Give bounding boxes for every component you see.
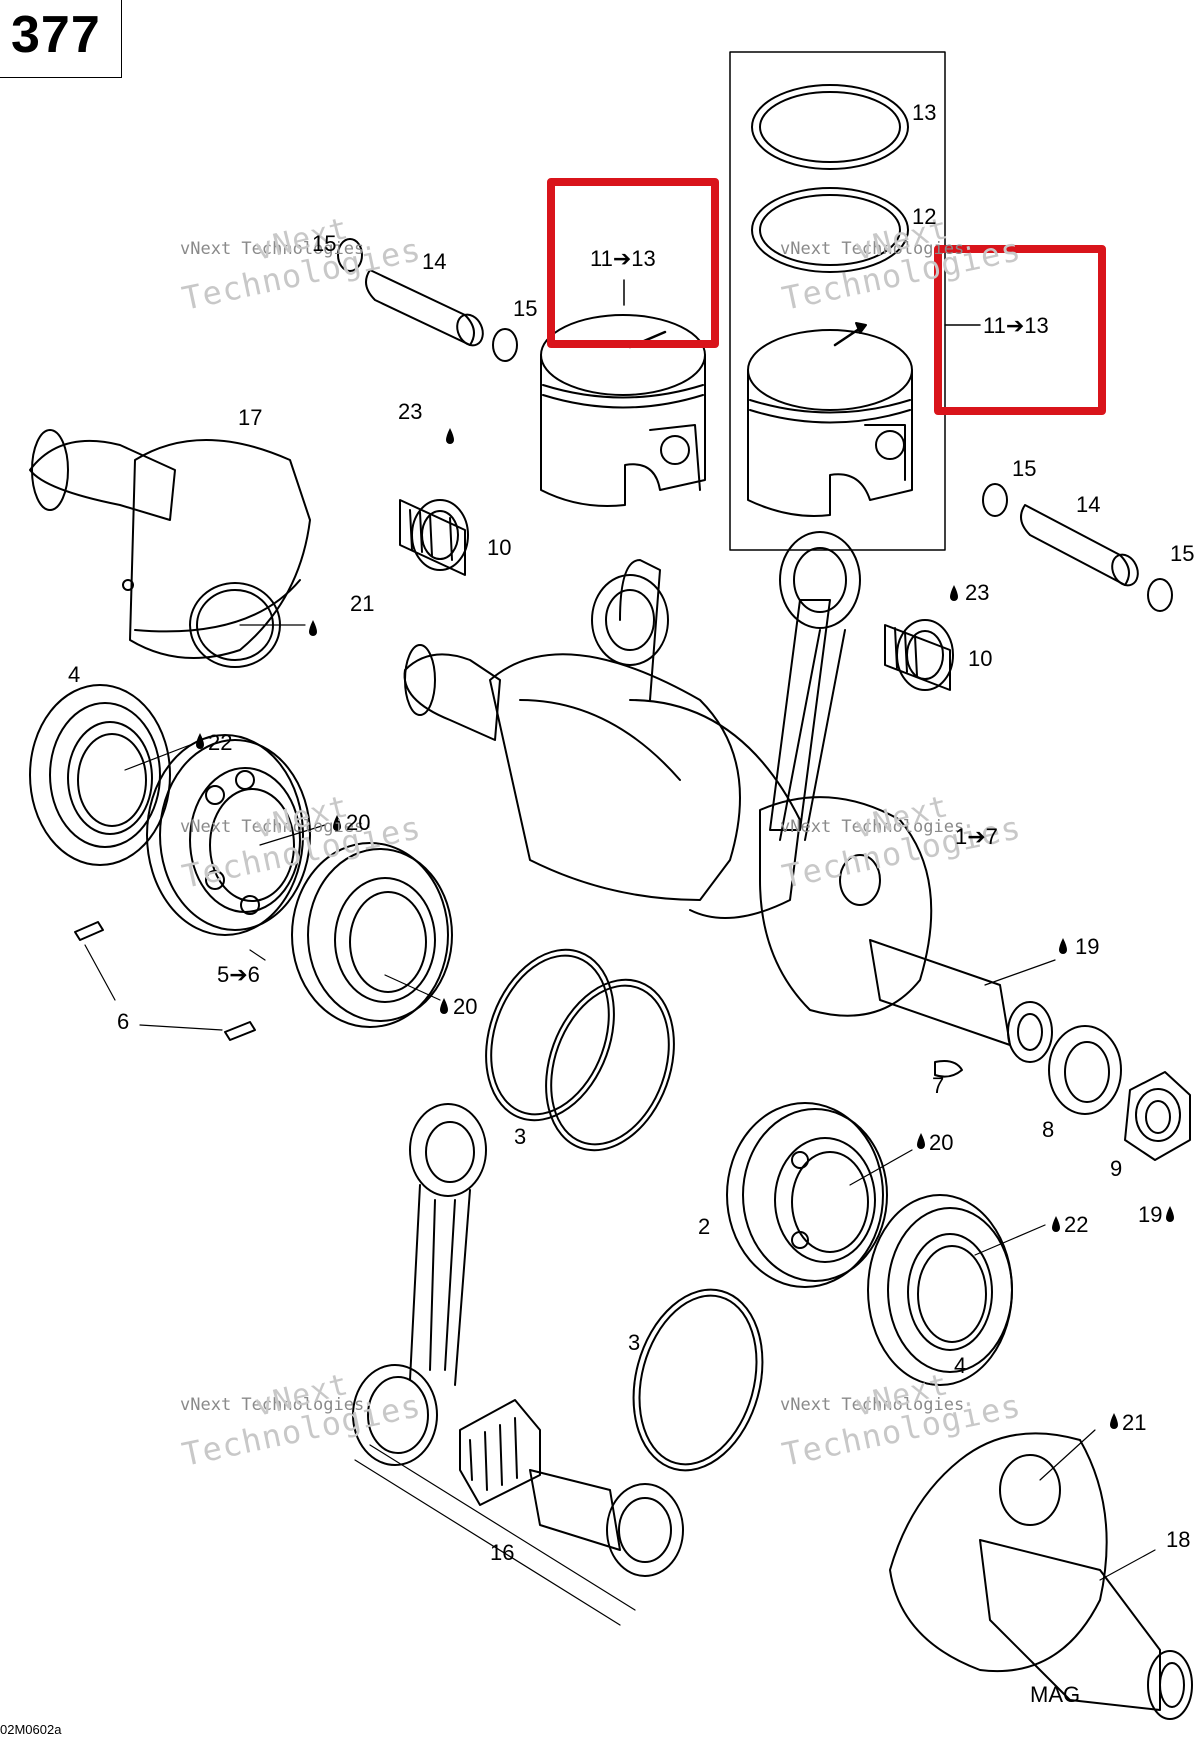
callout-9: 9	[1110, 1156, 1123, 1181]
callout-14: 14	[422, 249, 447, 274]
piston-pin-left	[337, 238, 518, 362]
connecting-rod-kit	[352, 1103, 684, 1626]
callout-19: 19	[1138, 1202, 1163, 1227]
page-number: 377	[11, 6, 101, 64]
o-ring-lower	[632, 1288, 764, 1472]
callout-4: 4	[954, 1353, 967, 1378]
crankshaft-assembly	[403, 531, 1053, 1063]
callout-6: 6	[117, 1009, 130, 1034]
ball-bearing-middle-left	[291, 842, 453, 1028]
callout-3: 3	[628, 1330, 641, 1355]
oil-drop-icon	[950, 585, 958, 601]
callout-21: 21	[350, 591, 375, 616]
callout-23: 23	[398, 399, 423, 424]
oil-seal-left	[29, 684, 171, 866]
callout-4: 4	[68, 662, 81, 687]
oil-drop-icon	[440, 998, 448, 1014]
callout-15: 15	[513, 296, 538, 321]
callout-10: 10	[968, 646, 993, 671]
callout-20: 20	[346, 810, 371, 835]
callout-22: 22	[1064, 1212, 1089, 1237]
ball-bearing-mag	[726, 1102, 888, 1288]
callout-8: 8	[1042, 1117, 1055, 1142]
callout-11-13: 11➔13	[983, 313, 1049, 338]
oil-drop-icons	[196, 428, 1174, 1429]
crankshaft-nut	[1124, 1071, 1191, 1161]
leader-lines	[124, 624, 1156, 1581]
figure-code: 02M0602a	[0, 1722, 62, 1737]
callout-20: 20	[453, 994, 478, 1019]
crank-half-mag	[889, 1432, 1193, 1720]
oil-drop-icon	[309, 620, 317, 636]
callout-15: 15	[1170, 541, 1195, 566]
callout-12: 12	[912, 204, 937, 229]
callout-22: 22	[208, 730, 233, 755]
callout-15: 15	[312, 231, 337, 256]
highlight-box-piston-right	[934, 245, 1106, 415]
piston-ring-second	[751, 187, 909, 273]
callout-11-13: 11➔13	[590, 246, 656, 271]
crank-half-pto	[29, 429, 311, 668]
highlight-box-piston-left	[547, 178, 719, 348]
callout-16: 16	[490, 1540, 515, 1565]
callout-7: 7	[932, 1073, 945, 1098]
callout-2: 2	[698, 1214, 711, 1239]
oil-drop-icon	[1110, 1413, 1118, 1429]
piston-pin-right	[982, 483, 1173, 612]
page-number-box: 377	[0, 0, 122, 78]
callout-1-7: 1➔7	[955, 824, 998, 849]
o-rings-center	[485, 948, 675, 1152]
ball-bearing-pto	[146, 734, 311, 936]
oil-drop-icon	[1059, 938, 1067, 954]
callout-20: 20	[929, 1130, 954, 1155]
oil-drop-icon	[333, 815, 341, 831]
oil-seal-right	[867, 1194, 1013, 1386]
callout-10: 10	[487, 535, 512, 560]
piston-boxed	[747, 322, 913, 517]
oil-drop-icon	[446, 428, 454, 444]
piston-left	[540, 314, 706, 507]
woodruff-key	[934, 1060, 963, 1078]
callout-13: 13	[912, 100, 937, 125]
oil-drop-icon	[917, 1133, 925, 1149]
mag-side-label: MAG	[1030, 1682, 1081, 1707]
callout-17: 17	[238, 405, 263, 430]
needle-bearing-right	[884, 619, 954, 691]
callout-5-6: 5➔6	[217, 962, 260, 987]
dowel-pins	[74, 921, 256, 1041]
lock-washer	[1048, 1025, 1122, 1115]
oil-drop-icon	[196, 733, 204, 749]
callout-19: 19	[1075, 934, 1100, 959]
oil-drop-icon	[1052, 1216, 1060, 1232]
callout-14: 14	[1076, 492, 1101, 517]
needle-bearing-top	[399, 499, 469, 576]
piston-kit-box	[729, 51, 946, 551]
oil-drop-icon	[1166, 1206, 1174, 1222]
callout-21: 21	[1122, 1410, 1147, 1435]
callout-15: 15	[1012, 456, 1037, 481]
callout-3: 3	[514, 1124, 527, 1149]
piston-ring-top	[751, 84, 909, 170]
callout-23: 23	[965, 580, 990, 605]
callout-18: 18	[1166, 1527, 1191, 1552]
